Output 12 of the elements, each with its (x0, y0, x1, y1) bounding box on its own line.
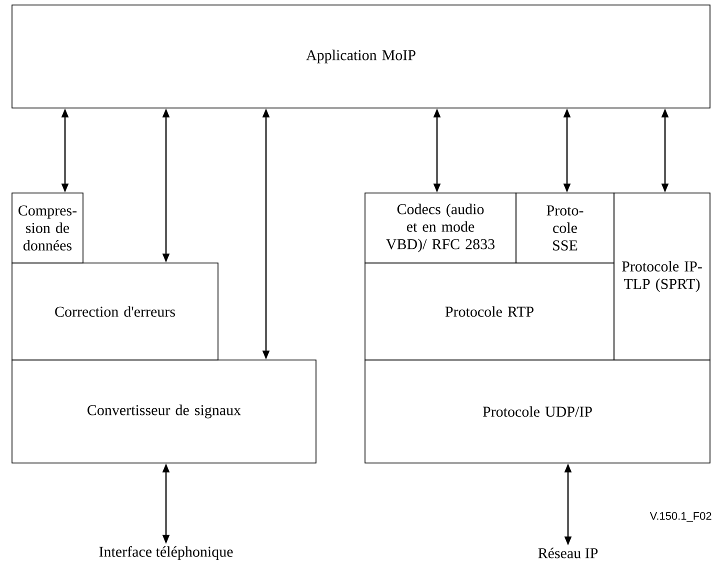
interface-label: Interface téléphonique (99, 546, 233, 560)
converter-box: Convertisseur de signaux (12, 360, 316, 464)
protocol-box: Protocole IP-TLP (SPRT) (614, 192, 710, 360)
codec-box: Codecs (audio et en mode VBD)/ RFC 2833 (364, 192, 516, 264)
module-box: Correction d'erreurs (12, 262, 218, 360)
module-box: Compres-sion de données (12, 192, 84, 264)
protocol-box: Protocole UDP/IP (364, 360, 710, 464)
application-box: Application MoIP (12, 4, 710, 108)
network-label: Réseau IP (538, 548, 598, 558)
figure-id: V.150.1_F02 (650, 512, 712, 522)
protocol-box: Protocole RTP (364, 262, 614, 360)
protocol-box: Proto-cole SSE (516, 192, 614, 264)
